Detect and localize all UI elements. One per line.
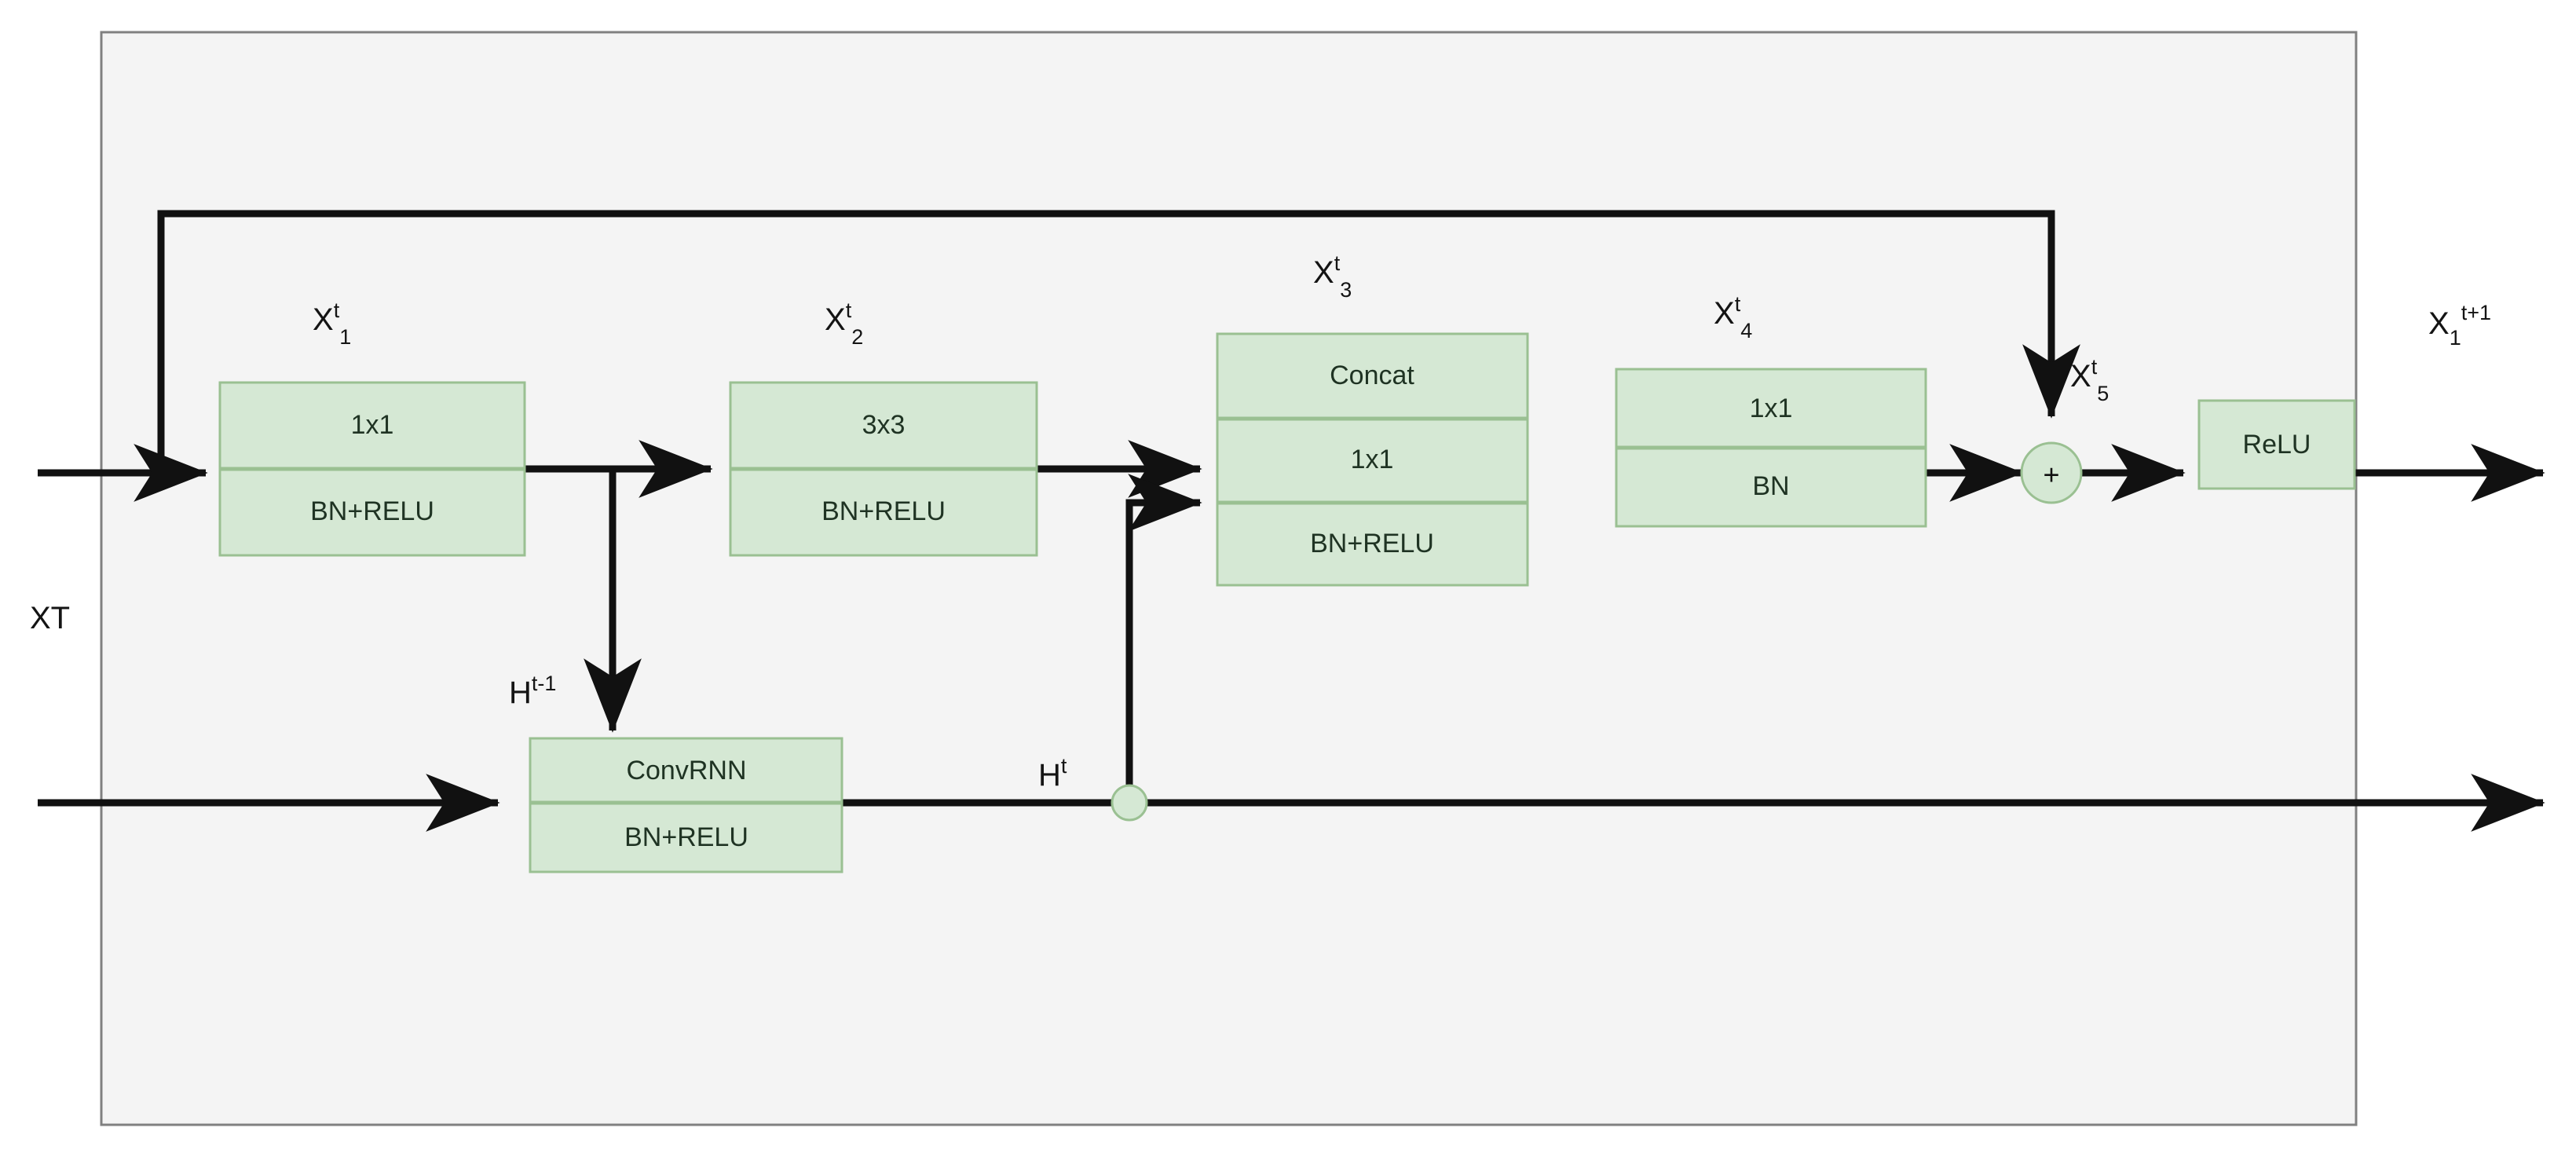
x5-label-base: X	[2070, 359, 2091, 394]
h-cur-label: Ht	[1038, 754, 1067, 793]
sum-node-symbol: +	[2043, 459, 2059, 491]
block-x4-row-1: BN	[1752, 471, 1789, 501]
block-x2-name: Xt 2	[825, 298, 863, 349]
h-prev-label: Ht-1	[509, 672, 556, 710]
output-label-sub: 1	[2450, 326, 2461, 350]
block-x1-name-sub: 1	[339, 325, 351, 349]
x5-label: Xt 5	[2070, 355, 2109, 405]
block-x4-name-sup: t	[1735, 292, 1741, 316]
block-x1-row-0: 1x1	[351, 410, 394, 440]
block-x1[interactable]: 1x1 BN+RELU	[218, 381, 526, 557]
x5-label-sub: 5	[2097, 382, 2109, 405]
h-prev-label-base: H	[509, 676, 532, 710]
output-label-sup: t+1	[2461, 301, 2491, 324]
output-label: X1t+1	[2428, 301, 2491, 350]
block-convrnn-row-1: BN+RELU	[624, 822, 748, 852]
input-label: XT	[30, 601, 70, 635]
x5-label-sup: t	[2091, 355, 2098, 379]
block-x1-name: Xt 1	[313, 298, 351, 349]
block-x3-row-2: BN+RELU	[1310, 529, 1434, 558]
sum-node[interactable]: +	[2020, 441, 2083, 504]
block-x3[interactable]: Concat 1x1 BN+RELU	[1216, 332, 1529, 587]
block-x4-row-0: 1x1	[1750, 394, 1793, 423]
block-x2-name-base: X	[825, 302, 846, 337]
edge-skip-connection	[157, 210, 2080, 473]
block-x1-name-base: X	[313, 302, 334, 337]
block-x3-name: Xt 3	[1313, 251, 1352, 302]
block-x4-name-base: X	[1714, 296, 1735, 331]
block-x3-row-1: 1x1	[1351, 445, 1394, 474]
block-x2-name-sup: t	[846, 298, 852, 322]
h-cur-label-sup: t	[1061, 754, 1067, 778]
sum-node-circle	[2020, 441, 2083, 504]
block-x2-row-1: BN+RELU	[821, 496, 946, 526]
block-relu-row-0: ReLU	[2243, 430, 2311, 460]
block-x2-name-sub: 2	[851, 325, 863, 349]
block-x3-name-base: X	[1313, 255, 1334, 290]
block-x4[interactable]: 1x1 BN	[1615, 368, 1927, 528]
block-x4-name-sub: 4	[1740, 319, 1752, 342]
block-convrnn-row-0: ConvRNN	[626, 756, 746, 785]
block-x2[interactable]: 3x3 BN+RELU	[729, 381, 1038, 557]
output-label-base: X	[2428, 306, 2450, 341]
edge-ht-to-concat	[1125, 474, 1202, 803]
block-x2-row-0: 3x3	[862, 410, 906, 440]
block-x3-name-sub: 3	[1340, 278, 1352, 302]
h-prev-label-sup: t-1	[532, 672, 557, 695]
block-x3-name-sup: t	[1334, 251, 1341, 275]
block-convrnn[interactable]: ConvRNN BN+RELU	[529, 737, 843, 873]
block-x1-row-1: BN+RELU	[310, 496, 434, 526]
block-convrnn-body	[529, 737, 843, 873]
block-relu[interactable]: ReLU	[2197, 399, 2356, 490]
block-x3-row-0: Concat	[1330, 361, 1414, 390]
block-x1-name-sup: t	[334, 298, 340, 322]
hidden-state-junction-dot[interactable]	[1111, 784, 1148, 822]
block-x4-name: Xt 4	[1714, 292, 1752, 342]
h-cur-label-base: H	[1038, 758, 1061, 793]
block-x3-body	[1216, 332, 1529, 587]
block-relu-body	[2197, 399, 2356, 490]
